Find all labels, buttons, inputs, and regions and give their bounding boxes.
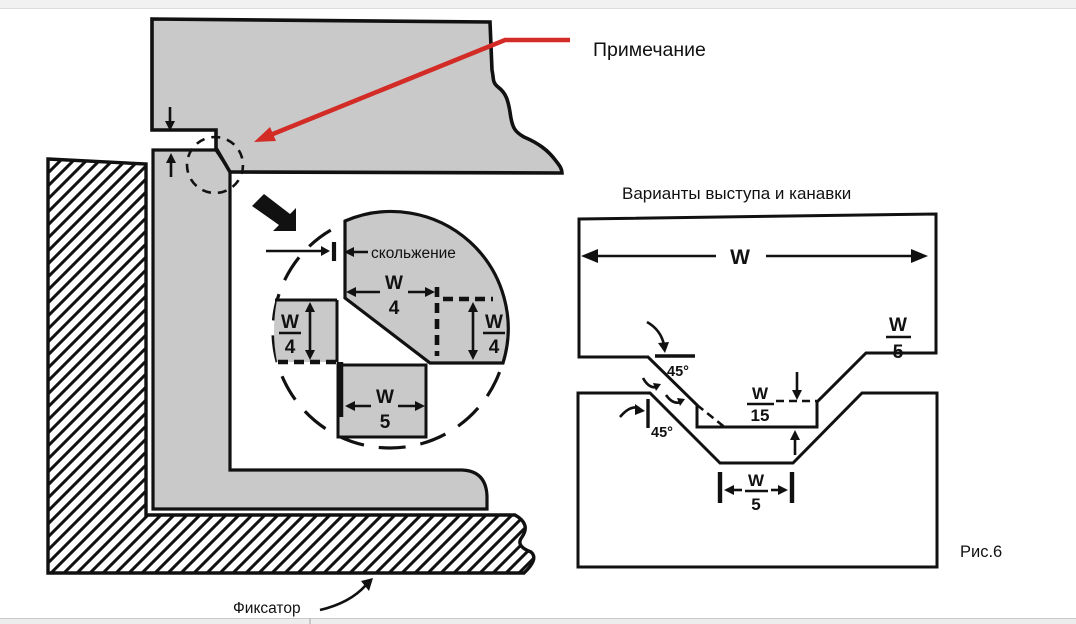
up-arrow-icon bbox=[790, 430, 800, 440]
small-arrowhead-icon bbox=[653, 383, 661, 391]
curved-arrowhead-icon bbox=[361, 578, 373, 591]
figure-caption: Рис.6 bbox=[960, 543, 1002, 561]
dim-denominator: 4 bbox=[285, 337, 296, 358]
left-arrow-icon bbox=[581, 249, 598, 263]
curved-arrowhead-icon bbox=[635, 404, 645, 415]
left-assembly-figure: Примечание скольжение bbox=[46, 17, 706, 617]
top-chrome-bar bbox=[0, 0, 1076, 8]
down-arrow-icon bbox=[468, 350, 478, 360]
detail-circle: скольжение W 4 W 4 bbox=[266, 209, 510, 450]
angle-45-lower-callout: 45° bbox=[619, 399, 673, 441]
left-arrow-icon bbox=[724, 485, 734, 495]
right-arrow-icon bbox=[425, 287, 435, 297]
dim-w5-rail: W 5 bbox=[886, 315, 911, 363]
down-arrow-icon bbox=[305, 350, 315, 360]
up-arrow-icon bbox=[468, 302, 478, 312]
angle-label: 45° bbox=[667, 364, 689, 380]
detail-left-block-shape bbox=[274, 300, 337, 362]
angle-45-upper-callout: 45° bbox=[641, 320, 695, 406]
up-arrow-icon bbox=[166, 153, 176, 163]
slide-label: скольжение bbox=[371, 245, 456, 262]
up-arrow-icon bbox=[305, 302, 315, 312]
dim-numerator: W bbox=[889, 315, 907, 336]
right-arrow-icon bbox=[321, 246, 330, 256]
down-arrow-icon bbox=[792, 390, 802, 400]
dim-numerator: W bbox=[752, 384, 769, 403]
angle-label: 45° bbox=[651, 425, 673, 441]
retainer-label: Фиксатор bbox=[233, 600, 301, 617]
left-arrow-icon bbox=[346, 287, 356, 297]
right-arrow-icon bbox=[415, 401, 425, 411]
note-label: Примечание bbox=[593, 39, 706, 61]
note-pointer-line bbox=[267, 37, 570, 139]
left-arrow-icon bbox=[344, 247, 354, 257]
dim-w5-groove: W 5 bbox=[717, 471, 795, 514]
angle-arrow-curve bbox=[646, 320, 666, 346]
clearance-arrows bbox=[165, 107, 176, 177]
dim-numerator: W bbox=[376, 387, 394, 408]
dim-denominator: 5 bbox=[893, 342, 904, 363]
right-arrow-icon bbox=[911, 249, 928, 263]
dim-numerator: W bbox=[281, 312, 299, 333]
dim-w5-bottom-block: W 5 bbox=[345, 387, 425, 433]
note-arrowhead-icon bbox=[254, 127, 276, 142]
dim-w4-top: W 4 bbox=[346, 273, 435, 319]
dim-denominator: 15 bbox=[751, 406, 770, 425]
variants-title: Варианты выступа и канавки bbox=[622, 184, 851, 203]
bottom-chrome-bar bbox=[0, 618, 1076, 624]
detail-upper-part-shape bbox=[343, 209, 510, 365]
retainer-pointer-curve bbox=[319, 584, 367, 612]
detail-pointer-arrow-icon bbox=[252, 194, 296, 231]
left-arrow-icon bbox=[345, 401, 355, 411]
die-profile-shape bbox=[576, 391, 939, 569]
dim-denominator: 5 bbox=[380, 412, 391, 433]
punch-profile-shape bbox=[577, 212, 938, 429]
dim-denominator: 5 bbox=[751, 495, 760, 514]
dim-w-overall: W bbox=[581, 246, 928, 269]
dim-w4-right: W 4 bbox=[468, 302, 505, 360]
variants-figure: Варианты выступа и канавки W W 5 45° bbox=[576, 184, 1002, 569]
dim-numerator: W bbox=[748, 471, 765, 490]
hidden-chamfer-dashed bbox=[696, 404, 728, 430]
retainer-block-shape bbox=[46, 157, 536, 575]
small-arrowhead-icon bbox=[677, 398, 685, 406]
slider-bracket-shape bbox=[151, 148, 489, 511]
dim-denominator: 4 bbox=[389, 298, 400, 319]
corner-detail-marker bbox=[185, 135, 245, 195]
dim-w4-left: W 4 bbox=[279, 302, 315, 360]
dim-w15: W 15 bbox=[747, 372, 802, 455]
dim-denominator: 4 bbox=[489, 337, 500, 358]
curved-arrowhead-icon bbox=[658, 342, 669, 353]
down-arrow-icon bbox=[165, 121, 175, 131]
right-arrow-icon bbox=[778, 485, 788, 495]
dim-label: W bbox=[730, 246, 750, 269]
dim-numerator: W bbox=[385, 273, 403, 294]
dim-numerator: W bbox=[485, 312, 503, 333]
